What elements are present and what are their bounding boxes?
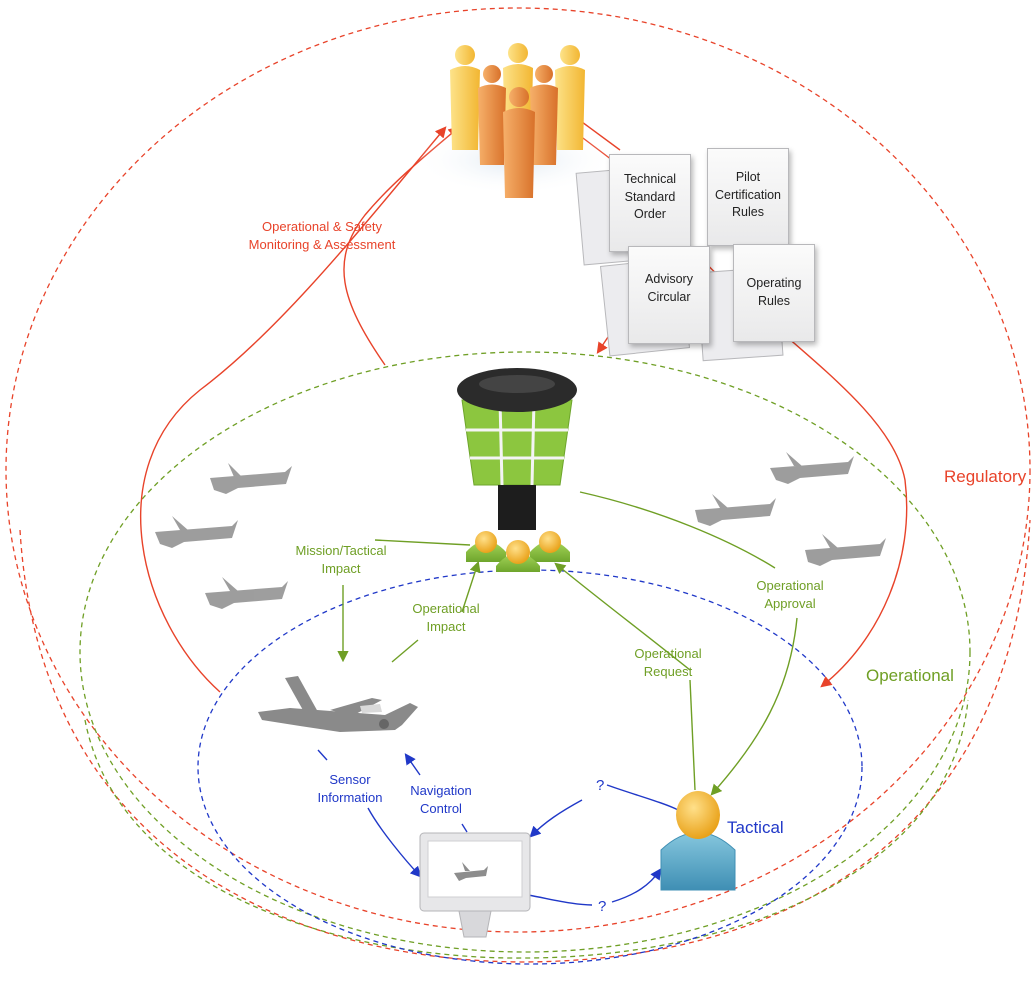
aircraft-icon (155, 452, 886, 609)
control-tower-icon (457, 368, 577, 530)
question-mark-top: ? (596, 777, 604, 794)
tactical-arrows (317, 749, 679, 906)
monitor-icon (419, 832, 531, 938)
regulatory-zone-label: Regulatory (944, 467, 1027, 486)
pilot-icon (660, 791, 736, 891)
controllers-icon (466, 531, 570, 572)
aircraft-main-icon (258, 676, 418, 732)
tactical-boundary (197, 569, 863, 965)
operational-zone-label: Operational (866, 666, 954, 685)
regulators-group-icon (415, 43, 615, 198)
tactical-zone-label: Tactical (727, 818, 784, 837)
question-mark-bottom: ? (598, 898, 606, 915)
operational-boundary (79, 351, 971, 959)
operational-arrows (337, 491, 798, 796)
regulatory-boundary (5, 7, 1031, 963)
